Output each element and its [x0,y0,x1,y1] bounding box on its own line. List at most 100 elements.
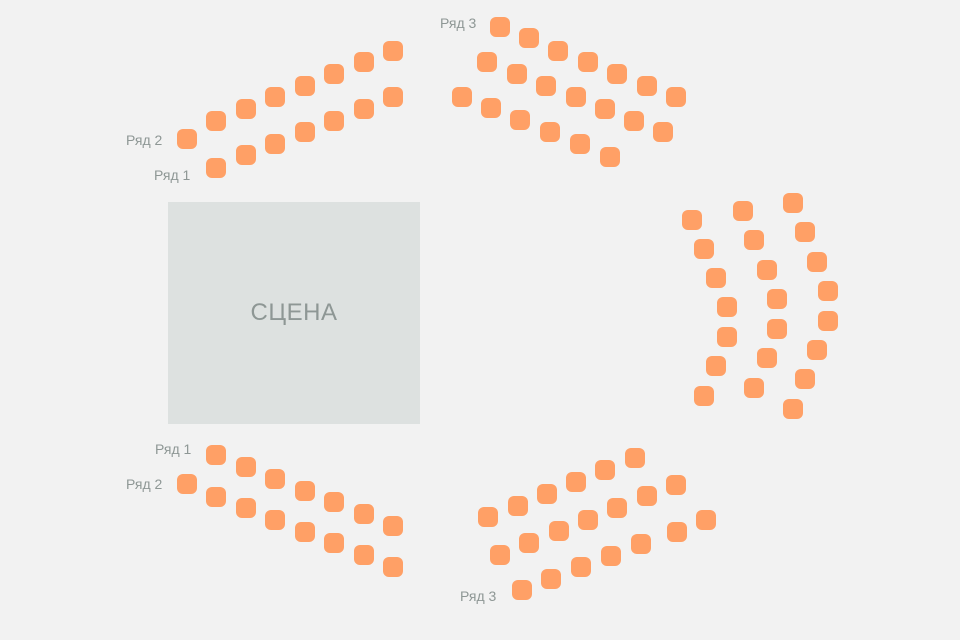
seat-bottom-left-r1-s5[interactable] [324,492,344,512]
seat-top-center-r2-s2[interactable] [507,64,527,84]
seat-top-left-r1-s1[interactable] [177,129,197,149]
seat-top-left-r1-s7[interactable] [354,52,374,72]
seat-bottom-center-r3-s4[interactable] [601,546,621,566]
seat-bottom-center-r3-s2[interactable] [541,569,561,589]
seat-right-r3-s4[interactable] [818,281,838,301]
seat-right-r1-s6[interactable] [706,356,726,376]
seat-top-center-r2-s4[interactable] [566,87,586,107]
seat-bottom-center-r1-s4[interactable] [566,472,586,492]
seat-right-r3-s8[interactable] [783,399,803,419]
seat-bottom-center-r2-s5[interactable] [607,498,627,518]
seat-bottom-center-r3-s6[interactable] [667,522,687,542]
seat-bottom-center-r1-s6[interactable] [625,448,645,468]
seat-bottom-center-r1-s1[interactable] [478,507,498,527]
seat-right-r3-s3[interactable] [807,252,827,272]
seat-right-r2-s6[interactable] [757,348,777,368]
seat-top-center-r1-s4[interactable] [578,52,598,72]
seat-bottom-center-r3-s3[interactable] [571,557,591,577]
seat-right-r1-s7[interactable] [694,386,714,406]
seat-right-r3-s6[interactable] [807,340,827,360]
seat-top-center-r1-s7[interactable] [666,87,686,107]
seat-bottom-left-r2-s7[interactable] [354,545,374,565]
seat-top-center-r2-s6[interactable] [624,111,644,131]
seat-top-left-r1-s8[interactable] [383,41,403,61]
seat-bottom-left-r2-s6[interactable] [324,533,344,553]
seat-bottom-center-r2-s6[interactable] [637,486,657,506]
seat-top-left-r2-s7[interactable] [383,87,403,107]
seat-top-center-r1-s2[interactable] [519,28,539,48]
seat-top-center-r1-s1[interactable] [490,17,510,37]
seat-right-r1-s2[interactable] [694,239,714,259]
seat-bottom-center-r1-s5[interactable] [595,460,615,480]
seat-right-r3-s2[interactable] [795,222,815,242]
seat-top-left-r2-s3[interactable] [265,134,285,154]
seat-bottom-center-r2-s2[interactable] [519,533,539,553]
stage-label: СЦЕНА [250,299,338,326]
seat-bottom-left-r2-s4[interactable] [265,510,285,530]
seat-right-r1-s4[interactable] [717,297,737,317]
seat-right-r3-s1[interactable] [783,193,803,213]
seat-bottom-center-r2-s8[interactable] [696,510,716,530]
seat-bottom-left-r1-s3[interactable] [265,469,285,489]
seat-top-center-r2-s3[interactable] [536,76,556,96]
seat-right-r1-s1[interactable] [682,210,702,230]
seat-right-r2-s2[interactable] [744,230,764,250]
seat-right-r2-s1[interactable] [733,201,753,221]
seat-top-center-r3-s2[interactable] [481,98,501,118]
seat-top-left-r1-s4[interactable] [265,87,285,107]
seat-bottom-center-r2-s7[interactable] [666,475,686,495]
row-label-bottom-left-1: Ряд 1 [155,441,192,457]
seat-right-r2-s5[interactable] [767,319,787,339]
stage: СЦЕНА [168,202,420,424]
seat-top-left-r1-s3[interactable] [236,99,256,119]
row-label-bottom-left-2: Ряд 2 [126,476,163,492]
seat-bottom-left-r2-s5[interactable] [295,522,315,542]
seat-top-left-r1-s5[interactable] [295,76,315,96]
seat-right-r1-s5[interactable] [717,327,737,347]
seat-bottom-left-r2-s2[interactable] [206,487,226,507]
seat-right-r2-s3[interactable] [757,260,777,280]
seat-top-center-r2-s7[interactable] [653,122,673,142]
seat-top-left-r1-s6[interactable] [324,64,344,84]
seat-top-center-r3-s3[interactable] [510,110,530,130]
seat-top-center-r1-s6[interactable] [637,76,657,96]
seat-top-left-r2-s6[interactable] [354,99,374,119]
seat-top-center-r3-s5[interactable] [570,134,590,154]
seat-right-r3-s5[interactable] [818,311,838,331]
seat-bottom-center-r1-s2[interactable] [508,496,528,516]
row-label-top-center-3: Ряд 3 [440,15,477,31]
seat-top-left-r2-s1[interactable] [206,158,226,178]
seat-top-center-r1-s3[interactable] [548,41,568,61]
row-label-top-left-2: Ряд 2 [126,132,163,148]
seat-bottom-left-r1-s7[interactable] [383,516,403,536]
seat-top-left-r2-s5[interactable] [324,111,344,131]
seat-right-r3-s7[interactable] [795,369,815,389]
seat-top-left-r2-s4[interactable] [295,122,315,142]
seat-bottom-center-r2-s3[interactable] [549,521,569,541]
seat-bottom-center-r1-s3[interactable] [537,484,557,504]
seat-top-left-r2-s2[interactable] [236,145,256,165]
seat-bottom-left-r2-s8[interactable] [383,557,403,577]
seat-top-center-r3-s1[interactable] [452,87,472,107]
seat-bottom-left-r2-s1[interactable] [177,474,197,494]
seat-top-left-r1-s2[interactable] [206,111,226,131]
seat-bottom-center-r3-s1[interactable] [512,580,532,600]
seat-right-r1-s3[interactable] [706,268,726,288]
seat-top-center-r3-s6[interactable] [600,147,620,167]
seat-top-center-r3-s4[interactable] [540,122,560,142]
seat-bottom-center-r2-s1[interactable] [490,545,510,565]
seat-top-center-r2-s1[interactable] [477,52,497,72]
seat-bottom-left-r1-s2[interactable] [236,457,256,477]
seat-right-r2-s7[interactable] [744,378,764,398]
seat-bottom-left-r1-s6[interactable] [354,504,374,524]
seat-right-r2-s4[interactable] [767,289,787,309]
seat-bottom-left-r2-s3[interactable] [236,498,256,518]
seat-top-center-r1-s5[interactable] [607,64,627,84]
seat-top-center-r2-s5[interactable] [595,99,615,119]
row-label-top-left-1: Ряд 1 [154,167,191,183]
seat-bottom-left-r1-s1[interactable] [206,445,226,465]
seat-bottom-center-r2-s4[interactable] [578,510,598,530]
seat-bottom-left-r1-s4[interactable] [295,481,315,501]
seat-bottom-center-r3-s5[interactable] [631,534,651,554]
